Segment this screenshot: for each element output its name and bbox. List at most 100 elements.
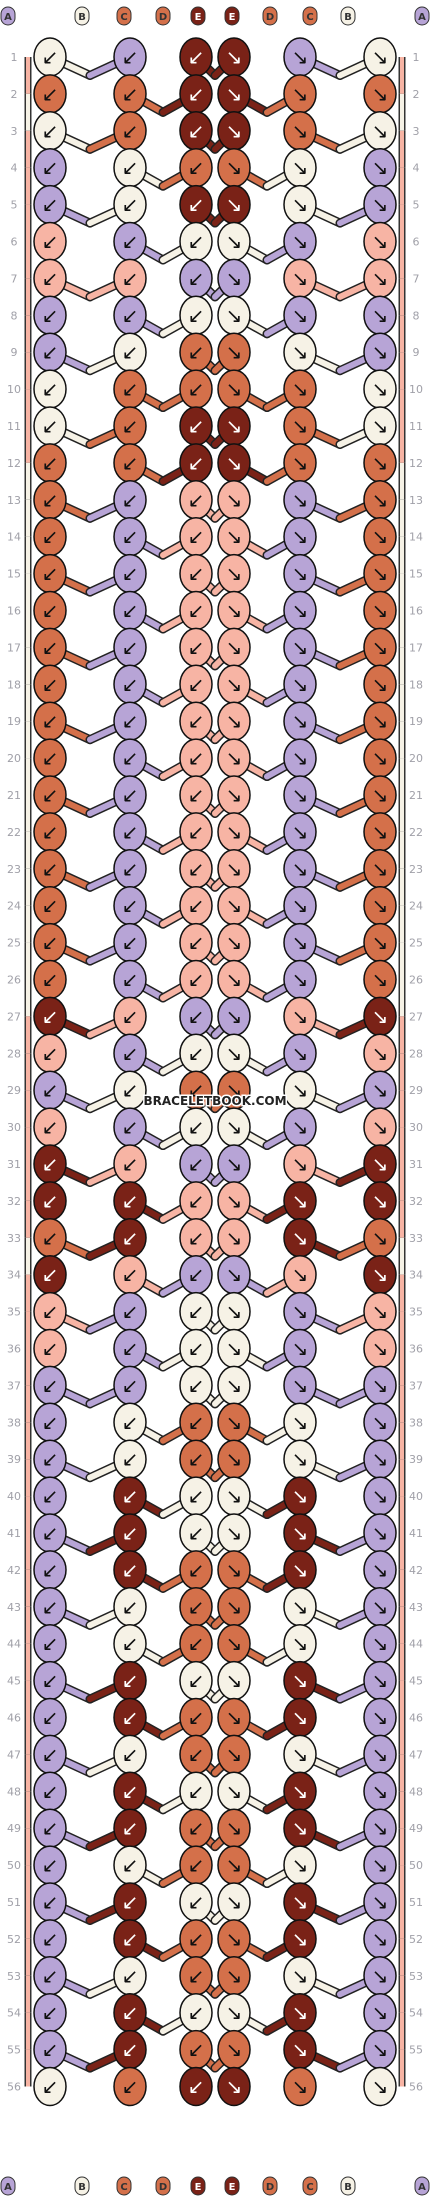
knot-arrow-icon: ↘ [292,45,309,69]
bottom-string-label: D [266,2182,274,2193]
knot [283,2066,317,2107]
knot-arrow-icon: ↘ [226,1115,243,1139]
top-string-label: E [229,12,236,23]
knot-arrow-icon: ↙ [122,1779,139,1803]
knot-arrow-icon: ↘ [292,119,309,143]
knot-arrow-icon: ↘ [292,709,309,733]
knot-arrow-icon: ↘ [292,377,309,401]
row-number-left: 34 [7,1269,21,1282]
row-number-left: 26 [7,974,21,987]
knot-arrow-icon: ↘ [226,1595,243,1619]
knot-arrow-icon: ↘ [372,635,389,659]
row-number-left: 36 [7,1343,21,1356]
knot-arrow-icon: ↘ [372,1853,389,1877]
row-number-right: 34 [409,1269,423,1282]
knot-arrow-icon: ↙ [122,1890,139,1914]
knot-arrow-icon: ↘ [292,2075,309,2099]
knot-arrow-icon: ↙ [188,746,205,770]
knot-arrow-icon: ↙ [42,1595,59,1619]
knot-arrow-icon: ↙ [42,562,59,586]
knot-arrow-icon: ↘ [226,193,243,217]
knot-arrow-icon: ↘ [226,931,243,955]
row-number-left: 5 [11,199,18,212]
knot-arrow-icon: ↘ [292,562,309,586]
row-number-left: 40 [7,1490,21,1503]
knot-arrow-icon: ↘ [226,1890,243,1914]
knot-arrow-icon: ↙ [122,820,139,844]
knot-arrow-icon: ↙ [42,931,59,955]
knot-arrow-icon: ↙ [188,1152,205,1176]
row-number-left: 23 [7,863,21,876]
row-number-left: 39 [7,1453,21,1466]
row-number-left: 25 [7,937,21,950]
knot-arrow-icon: ↘ [292,1447,309,1471]
row-number-left: 12 [7,457,21,470]
row-number-left: 49 [7,1822,21,1835]
knot-arrow-icon: ↙ [42,2038,59,2062]
knot-arrow-icon: ↙ [122,2075,139,2099]
knot-arrow-icon: ↘ [372,1779,389,1803]
knot-arrow-icon: ↙ [188,599,205,623]
knot-arrow-icon: ↘ [226,820,243,844]
bottom-string-label: E [195,2182,202,2193]
knot-arrow-icon: ↙ [122,451,139,475]
row-number-right: 20 [409,752,423,765]
top-string-label-tab [262,6,278,26]
row-number-left: 21 [7,789,21,802]
knot-arrow-icon: ↙ [122,1558,139,1582]
knot-arrow-icon: ↙ [188,1226,205,1250]
knot-arrow-icon: ↘ [226,599,243,623]
bottom-string-label: A [4,2182,12,2193]
knot-arrow-icon: ↙ [122,1004,139,1028]
knot-arrow-icon: ↘ [372,1964,389,1988]
knot-arrow-icon: ↘ [226,1041,243,1065]
knot-arrow-icon: ↙ [42,672,59,696]
knot-arrow-icon: ↘ [292,857,309,881]
knot-arrow-icon: ↘ [292,82,309,106]
knot-arrow-icon: ↙ [42,303,59,327]
row-number-left: 52 [7,1933,21,1946]
knot-arrow-icon: ↙ [42,156,59,180]
knot-arrow-icon: ↘ [226,230,243,254]
knot-arrow-icon: ↙ [122,1337,139,1361]
knot-arrow-icon: ↙ [122,562,139,586]
knot-arrow-icon: ↘ [372,1927,389,1951]
knot-arrow-icon: ↙ [122,1964,139,1988]
knot-arrow-icon: ↘ [226,1927,243,1951]
knot-arrow-icon: ↙ [188,1447,205,1471]
knot-arrow-icon: ↙ [122,488,139,512]
knot-arrow-icon: ↙ [42,266,59,290]
bottom-string-label-tab [0,2176,16,2196]
knot-arrow-icon: ↘ [372,414,389,438]
knot-arrow-icon: ↘ [226,1447,243,1471]
knot-arrow-icon: ↙ [122,193,139,217]
knot-arrow-icon: ↘ [292,1964,309,1988]
top-string-label: D [266,12,274,23]
knot-arrow-icon: ↙ [188,1337,205,1361]
knot-arrow-icon: ↘ [226,857,243,881]
knot-arrow-icon: ↙ [188,340,205,364]
knot-arrow-icon: ↘ [226,1263,243,1287]
knot-arrow-icon: ↘ [226,1779,243,1803]
top-string-label-tab [155,6,171,26]
knot-arrow-icon: ↘ [292,414,309,438]
knot-arrow-icon: ↙ [42,635,59,659]
row-number-left: 38 [7,1416,21,1429]
knot-arrow-icon: ↘ [372,1484,389,1508]
row-number-left: 45 [7,1675,21,1688]
knot-arrow-icon: ↙ [122,1447,139,1471]
knot-arrow-icon: ↙ [42,894,59,918]
knot-arrow-icon: ↘ [372,1816,389,1840]
knot-arrow-icon: ↘ [372,1041,389,1065]
row-number-left: 8 [11,309,18,322]
knot-arrow-icon: ↘ [372,1410,389,1434]
knot-arrow-icon: ↘ [226,635,243,659]
knot-arrow-icon: ↙ [188,156,205,180]
knot-arrow-icon: ↙ [122,746,139,770]
knot-arrow-icon: ↘ [226,1484,243,1508]
top-string-label: D [159,12,167,23]
knot-arrow-icon: ↘ [372,1558,389,1582]
knot-arrow-icon: ↘ [372,820,389,844]
knot-arrow-icon: ↙ [122,635,139,659]
knot-arrow-icon: ↙ [188,266,205,290]
